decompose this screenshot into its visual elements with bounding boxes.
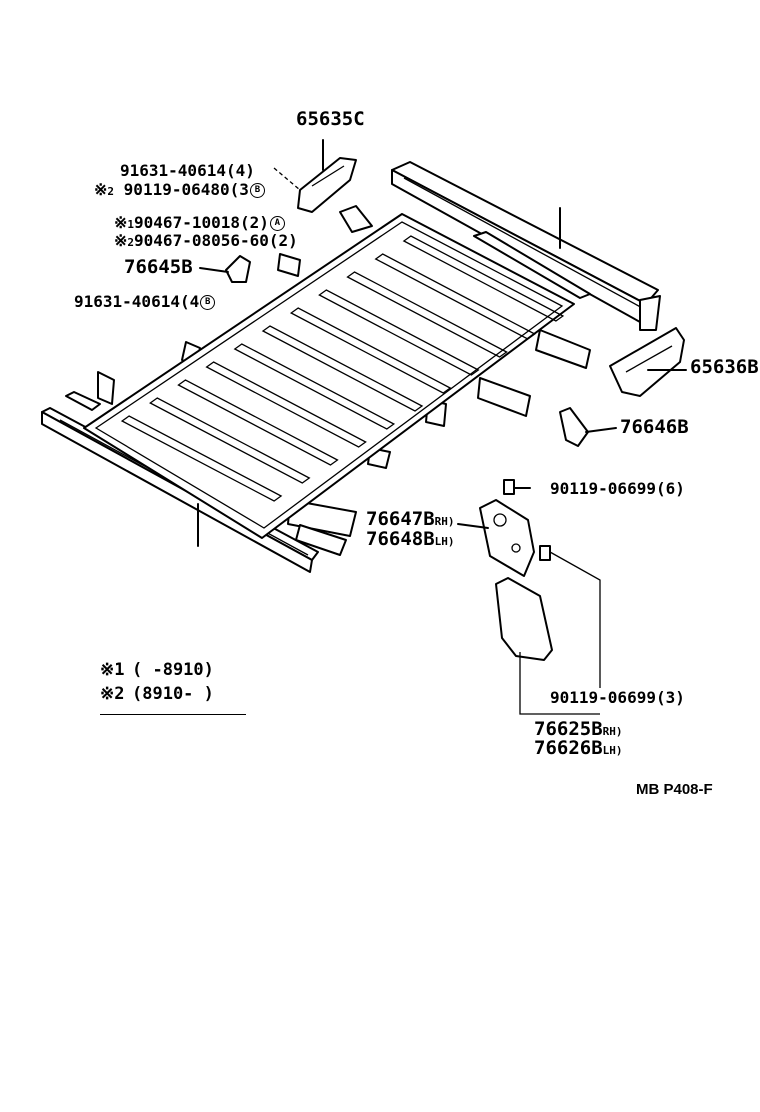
circled-b-icon: B (200, 295, 216, 310)
part-76648b: 76648B (366, 528, 435, 550)
suffix-rh2: RH) (602, 725, 623, 738)
legend-range-1: ( -8910) (132, 660, 214, 680)
label-76646b: 76646B (620, 416, 689, 438)
part-76647b: 76647B (366, 508, 435, 530)
suffix-lh: LH) (434, 535, 455, 548)
floor-rib (346, 271, 508, 358)
bolt-90119-06699-3 (539, 545, 601, 688)
floor-rib (374, 253, 536, 340)
mark-two: 2 (107, 185, 115, 198)
legend-underline (100, 714, 246, 715)
bracket-65635c (273, 139, 357, 213)
floor-rib (149, 397, 311, 484)
side-rail-right (391, 161, 661, 331)
clip-76646b (559, 407, 617, 447)
floor-rib (289, 307, 452, 394)
diagram-reference: MB P408-F (636, 781, 713, 798)
circled-a-icon: A (269, 216, 285, 231)
mark-two: 2 (127, 236, 135, 249)
suffix-lh2: LH) (602, 744, 623, 757)
mark-one: 1 (127, 218, 135, 231)
floor-rib (205, 361, 367, 448)
part-90467-08056: 90467-08056-60(2) (134, 231, 298, 250)
label-90467-08056: ※290467-08056-60(2) (114, 233, 298, 249)
floor-rib (261, 325, 424, 412)
part-76625b: 76625B (534, 718, 603, 740)
label-76645b: 76645B (124, 256, 193, 278)
mudflap-76625b (495, 577, 553, 661)
circled-b-icon: B (249, 183, 265, 198)
label-76647b: 76647BRH) (366, 510, 455, 529)
label-76626b: 76626BLH) (534, 739, 623, 758)
legend-range-2: (8910- ) (132, 684, 214, 704)
label-76625b: 76625BRH) (534, 720, 623, 739)
floor-rib (120, 415, 283, 502)
label-90467-10018: ※190467-10018(2)A (114, 215, 285, 231)
part-90119-06480: 90119-06480(3 (123, 180, 249, 199)
bolt-90119-06699-6 (503, 479, 531, 495)
part-91631-mid: 91631-40614(4 (74, 292, 200, 311)
label-91631-top: 91631-40614(4) (120, 161, 255, 180)
label-90119-06699-3: 90119-06699(3) (550, 688, 685, 707)
part-90467-10018: 90467-10018(2) (134, 213, 269, 232)
floor-rib (177, 379, 339, 466)
legend: ※1 ( -8910) ※2 (8910- ) (100, 662, 248, 715)
cross-members (181, 205, 591, 556)
star-mark: ※ (114, 231, 128, 250)
label-65636b: 65636B (690, 356, 759, 378)
leader-lines (197, 207, 600, 715)
legend-row-1: ※1 ( -8910) (100, 662, 248, 686)
floor-panel (83, 213, 575, 539)
floor-rib (402, 235, 565, 322)
label-65635c: 65635C (296, 108, 365, 130)
label-90119-06699-6: 90119-06699(6) (550, 479, 685, 498)
floor-rib (318, 289, 480, 376)
clip-76645b (199, 255, 251, 283)
floor-rib (233, 343, 396, 430)
legend-mark-2: ※2 (100, 684, 125, 704)
star-mark: ※ (114, 213, 128, 232)
legend-mark-1: ※1 (100, 660, 125, 680)
suffix-rh: RH) (434, 515, 455, 528)
part-76626b: 76626B (534, 737, 603, 759)
bracket-65636b (609, 327, 687, 397)
legend-row-2: ※2 (8910- ) (100, 686, 248, 710)
star-mark: ※ (94, 180, 108, 199)
label-76648b: 76648BLH) (366, 530, 455, 549)
bracket-76647b (457, 499, 535, 577)
